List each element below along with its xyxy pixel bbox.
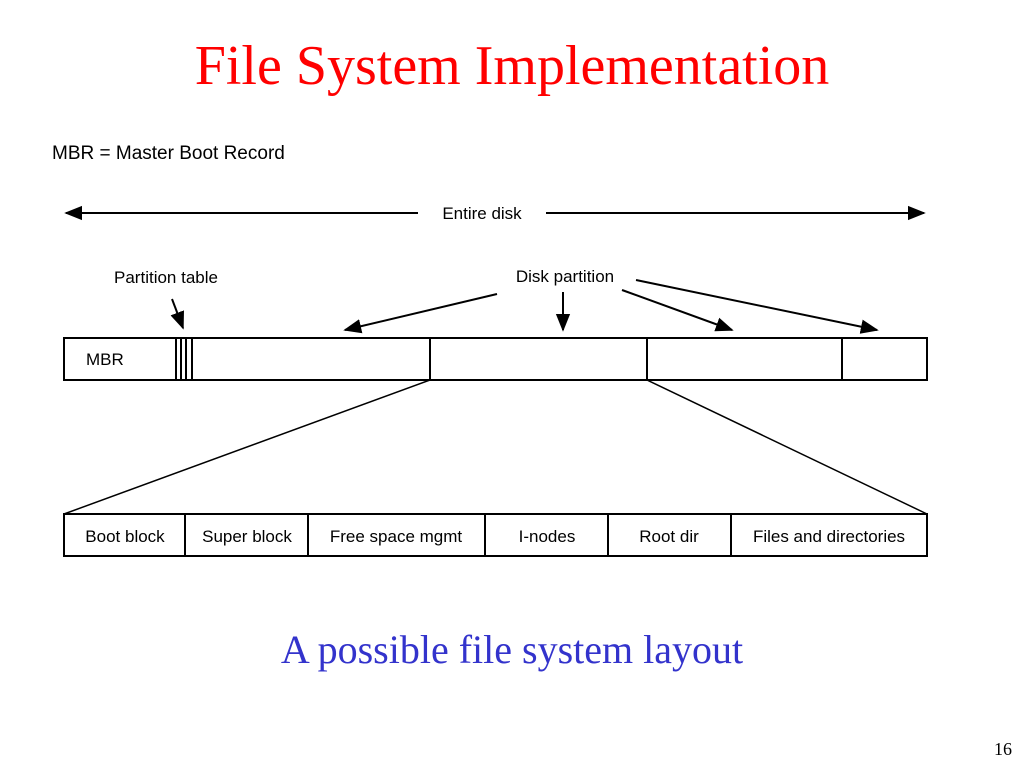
disk-partition-label: Disk partition	[516, 267, 614, 286]
free-space-mgmt-label: Free space mgmt	[330, 527, 463, 546]
partition-layout-bar: Boot block Super block Free space mgmt I…	[63, 513, 928, 557]
disk-partition-arrow-1	[343, 293, 498, 334]
root-dir-label: Root dir	[639, 527, 699, 546]
slide-title: File System Implementation	[194, 35, 830, 97]
page-number: 16	[994, 739, 1012, 759]
disk-bar: MBR	[63, 337, 928, 381]
mbr-legend: MBR = Master Boot Record	[52, 143, 285, 164]
disk-partition-arrow-4	[635, 279, 879, 334]
i-nodes-label: I-nodes	[519, 527, 576, 546]
boot-block-label: Boot block	[85, 527, 165, 546]
zoom-line-left	[63, 379, 431, 515]
super-block-label: Super block	[202, 527, 292, 546]
disk-bar-outline	[63, 337, 928, 381]
entire-disk-arrow: Entire disk	[64, 204, 926, 223]
partition-table-arrow	[170, 298, 184, 330]
mbr-label: MBR	[86, 350, 124, 369]
zoom-line-right	[646, 379, 928, 515]
partition-layout-outline	[63, 513, 928, 557]
files-and-directories-label: Files and directories	[753, 527, 905, 546]
partition-table-label: Partition table	[114, 268, 218, 287]
entire-disk-label: Entire disk	[442, 204, 522, 223]
diagram-caption: A possible file system layout	[280, 627, 744, 672]
disk-partition-arrow-3	[621, 289, 734, 332]
